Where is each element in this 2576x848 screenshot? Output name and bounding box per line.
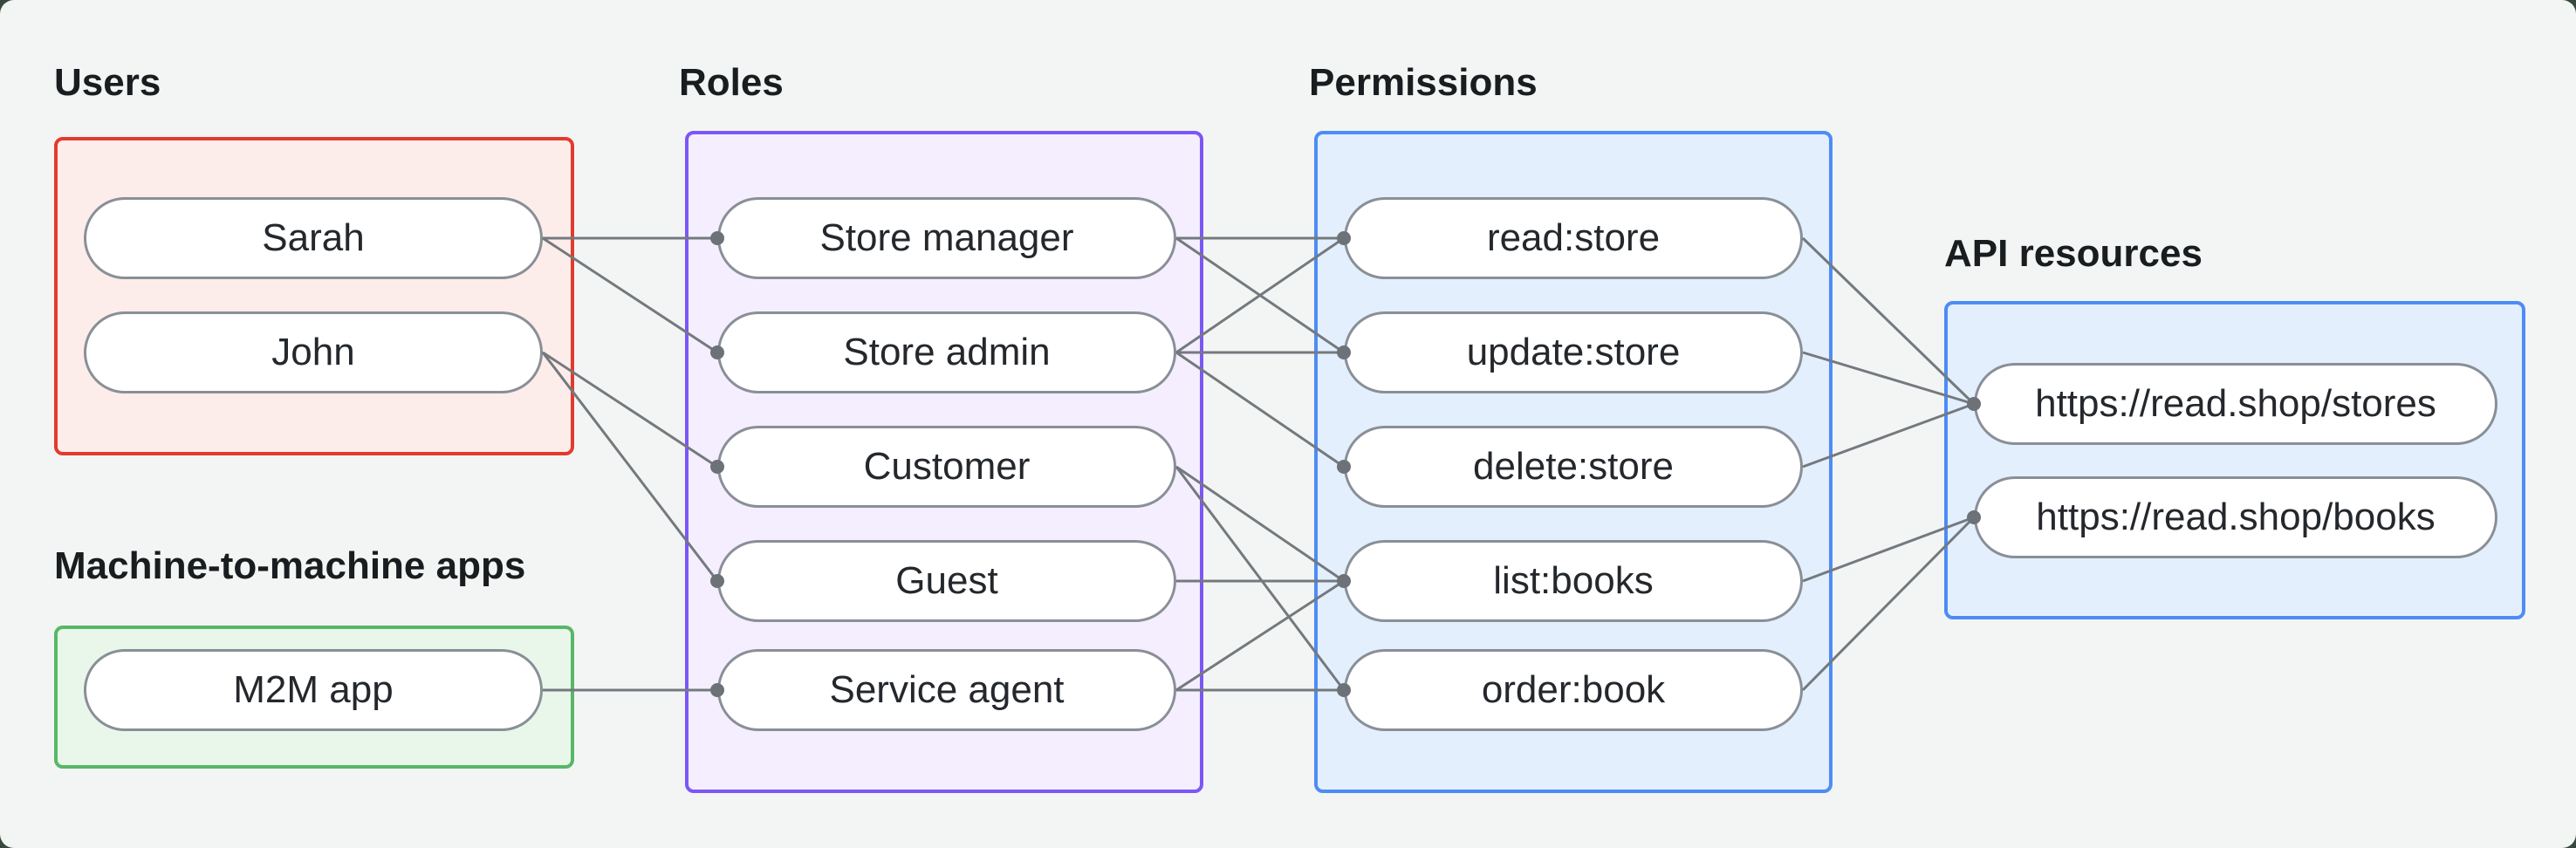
- node-read-store-label: read:store: [1486, 216, 1661, 259]
- node-list-books-label: list:books: [1493, 559, 1654, 602]
- node-store-manager-label: Store manager: [819, 216, 1074, 259]
- node-m2m-app-label: M2M app: [233, 668, 394, 711]
- node-store-admin: Store admin: [717, 311, 1176, 393]
- node-service-agent: Service agent: [717, 649, 1176, 731]
- node-update-store: update:store: [1344, 311, 1803, 393]
- node-guest-label: Guest: [895, 559, 998, 602]
- node-list-books: list:books: [1344, 540, 1803, 622]
- node-john: John: [84, 311, 543, 393]
- node-api-books-label: https://read.shop/books: [2036, 496, 2436, 538]
- node-api-stores: https://read.shop/stores: [1974, 363, 2497, 445]
- node-store-admin-label: Store admin: [843, 331, 1051, 373]
- node-read-store: read:store: [1344, 197, 1803, 279]
- node-service-agent-label: Service agent: [829, 668, 1065, 711]
- node-m2m-app: M2M app: [84, 649, 543, 731]
- node-guest: Guest: [717, 540, 1176, 622]
- node-sarah: Sarah: [84, 197, 543, 279]
- node-order-book: order:book: [1344, 649, 1803, 731]
- node-sarah-label: Sarah: [262, 216, 365, 259]
- users-group-label: Users: [54, 61, 161, 104]
- users-group-box: [54, 137, 574, 455]
- node-john-label: John: [271, 331, 355, 373]
- api-resources-group-box: [1944, 301, 2525, 619]
- roles-group-label: Roles: [679, 61, 784, 104]
- node-customer: Customer: [717, 426, 1176, 508]
- node-delete-store: delete:store: [1344, 426, 1803, 508]
- node-customer-label: Customer: [863, 445, 1031, 488]
- node-api-books: https://read.shop/books: [1974, 476, 2497, 558]
- node-api-stores-label: https://read.shop/stores: [2035, 382, 2436, 425]
- node-update-store-label: update:store: [1466, 331, 1681, 373]
- m2m-group-label: Machine-to-machine apps: [54, 544, 526, 587]
- api-resources-group-label: API resources: [1944, 232, 2203, 275]
- permissions-group-label: Permissions: [1309, 61, 1538, 104]
- node-order-book-label: order:book: [1481, 668, 1666, 711]
- node-store-manager: Store manager: [717, 197, 1176, 279]
- node-delete-store-label: delete:store: [1473, 445, 1674, 488]
